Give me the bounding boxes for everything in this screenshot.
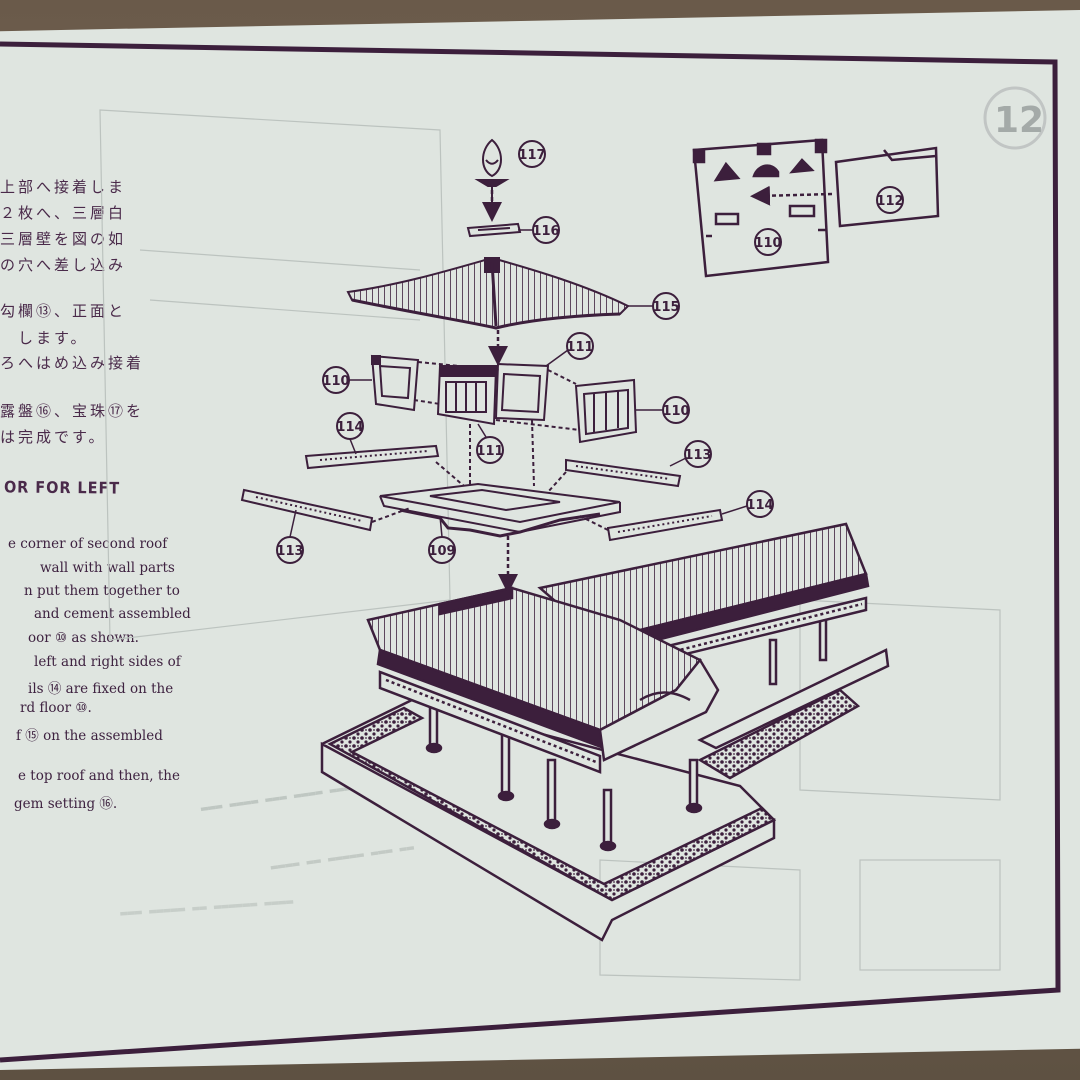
english-text-line: e top roof and then, the: [18, 768, 180, 784]
inset-part-110: [692, 138, 830, 278]
assembly-arrow: [750, 185, 833, 206]
part-115-top-roof: [346, 256, 630, 330]
callout-115: 115: [652, 292, 680, 320]
japanese-text-line: します。: [18, 329, 89, 347]
part-110-wall-right: [574, 378, 638, 444]
japanese-text-line: の穴へ差し込み: [0, 256, 127, 274]
part-117-finial: [474, 138, 510, 208]
english-text-line: rd floor ⑩.: [20, 700, 92, 716]
callout-111-top: 111: [566, 332, 594, 360]
svg-text:110: 110: [662, 404, 689, 419]
english-text-line: ils ⑭ are fixed on the: [28, 681, 174, 697]
main-hall-roof: [366, 586, 720, 774]
svg-text:114: 114: [336, 420, 363, 435]
part-113-rail-left-lower: [240, 488, 374, 532]
svg-text:113: 113: [684, 448, 711, 463]
part-110-wall-left: [370, 354, 420, 412]
page-border: [0, 41, 1061, 1063]
part-114-rail-right-lower: [606, 508, 724, 542]
english-text-line: left and right sides of: [34, 654, 181, 670]
part-114-rail-left: [304, 444, 440, 470]
callout-113-right: 113: [684, 440, 712, 468]
part-109-third-floor: [379, 482, 621, 538]
callout-116: 116: [532, 216, 560, 244]
assembly-arrows: [413, 361, 581, 488]
svg-text:111: 111: [476, 444, 503, 459]
english-text-line: wall with wall parts: [40, 560, 175, 576]
callout-110-left: 110: [322, 366, 350, 394]
callout-114-left: 114: [336, 412, 364, 440]
callout-110-right: 110: [662, 396, 690, 424]
callout-111-bottom: 111: [476, 436, 504, 464]
english-text-line: f ⑮ on the assembled: [16, 728, 163, 744]
callout-109: 109: [428, 536, 456, 564]
part-116-dew-plate: [466, 222, 522, 238]
english-text-line: oor ⑩ as shown.: [28, 630, 139, 646]
japanese-text-line: 上部へ接着しま: [0, 178, 127, 196]
svg-text:113: 113: [276, 544, 303, 559]
svg-text:111: 111: [566, 340, 593, 355]
japanese-text-line: ろへはめ込み接着: [0, 354, 145, 372]
svg-text:116: 116: [532, 224, 559, 239]
callout-117: 117: [518, 140, 546, 168]
page-number-badge: [983, 86, 1047, 150]
japanese-text-line: 勾欄⑬、正面と: [0, 302, 127, 320]
svg-text:117: 117: [518, 148, 545, 163]
svg-text:112: 112: [876, 194, 903, 209]
japanese-text-line: 三層壁を図の如: [0, 230, 127, 248]
callout-112: 112: [876, 186, 904, 214]
english-text-line: and cement assembled: [34, 606, 191, 622]
english-text-line: e corner of second roof: [8, 536, 168, 552]
english-text-line: n put them together to: [24, 583, 180, 599]
assembly-arrows: [371, 461, 609, 531]
svg-text:115: 115: [652, 300, 679, 315]
japanese-text-line: は完成です。: [0, 428, 107, 446]
callout-114-right: 114: [746, 490, 774, 518]
callout-113-left: 113: [276, 536, 304, 564]
part-111-wall-back: [494, 362, 550, 422]
part-113-rail-right: [565, 458, 682, 488]
svg-text:114: 114: [746, 498, 773, 513]
svg-text:110: 110: [322, 374, 349, 389]
page-number: 12: [994, 100, 1044, 141]
japanese-text-line: ２枚へ、三層白: [0, 204, 127, 222]
svg-text:109: 109: [428, 544, 455, 559]
svg-text:110: 110: [754, 236, 781, 251]
callout-110-inset: 110: [754, 228, 782, 256]
part-111-wall-front: [436, 364, 498, 426]
english-text-line: gem setting ⑯.: [14, 796, 118, 812]
